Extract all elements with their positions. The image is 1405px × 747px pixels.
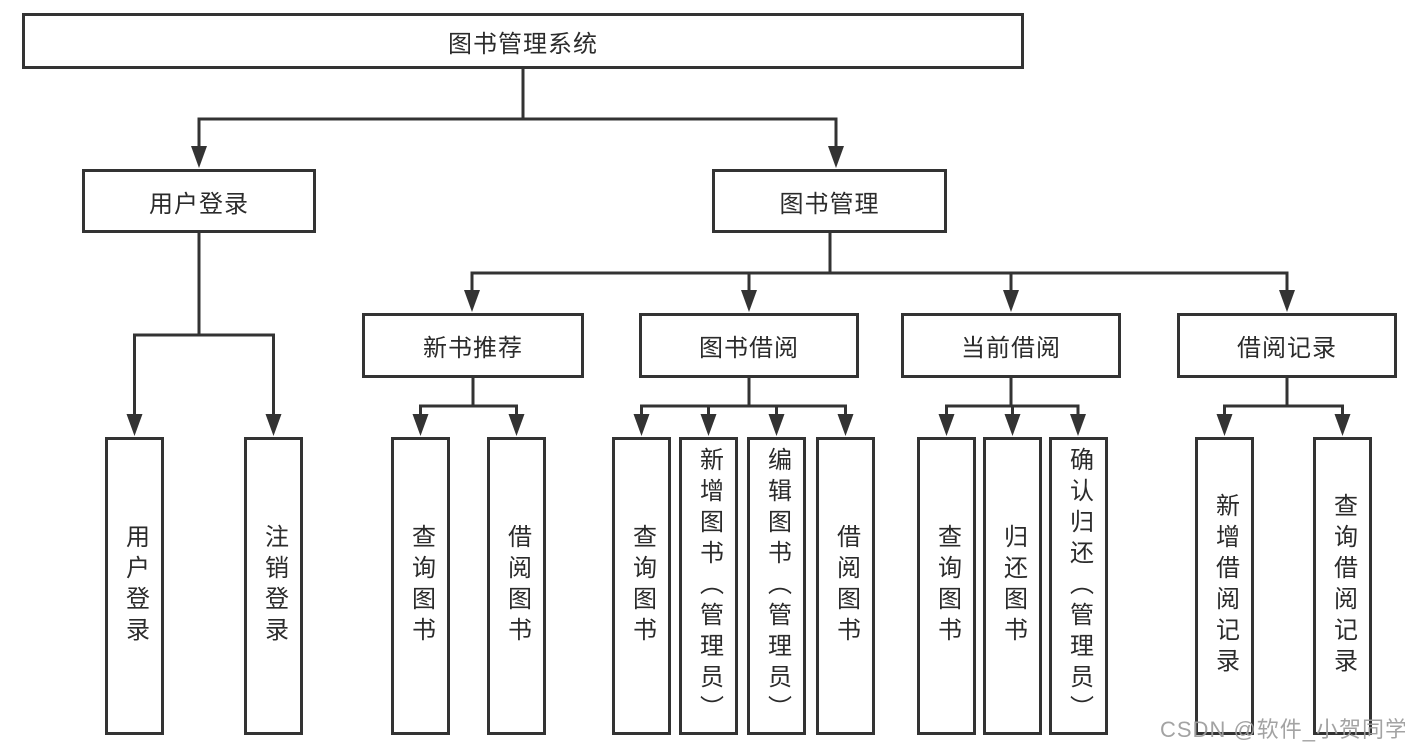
- node-user-login: 用户登录: [82, 169, 316, 233]
- leaf-query-borrow-record: 查询借阅记录: [1313, 437, 1372, 735]
- leaf-user-login: 用户登录: [105, 437, 164, 735]
- leaf-query-books-2: 查询图书: [612, 437, 671, 735]
- csdn-watermark: CSDN @软件_小贺同学: [1160, 717, 1405, 742]
- leaf-add-borrow-record: 新增借阅记录: [1195, 437, 1254, 735]
- leaf-borrow-books-2: 借阅图书: [816, 437, 875, 735]
- node-current-borrow: 当前借阅: [901, 313, 1121, 378]
- node-library-system: 图书管理系统: [22, 13, 1024, 69]
- leaf-borrow-books-1: 借阅图书: [487, 437, 546, 735]
- leaf-edit-books-admin: 编辑图书（管理员）: [747, 437, 806, 735]
- leaf-confirm-return-admin: 确认归还（管理员）: [1049, 437, 1108, 735]
- node-book-management: 图书管理: [712, 169, 947, 233]
- leaf-query-books-3: 查询图书: [917, 437, 976, 735]
- leaf-logout: 注销登录: [244, 437, 303, 735]
- leaf-query-books-1: 查询图书: [391, 437, 450, 735]
- arrowheads: [126, 146, 1351, 436]
- leaf-return-books: 归还图书: [983, 437, 1042, 735]
- node-new-book-recommend: 新书推荐: [362, 313, 584, 378]
- node-book-borrow: 图书借阅: [639, 313, 859, 378]
- leaf-add-books-admin: 新增图书（管理员）: [679, 437, 738, 735]
- node-borrow-records: 借阅记录: [1177, 313, 1397, 378]
